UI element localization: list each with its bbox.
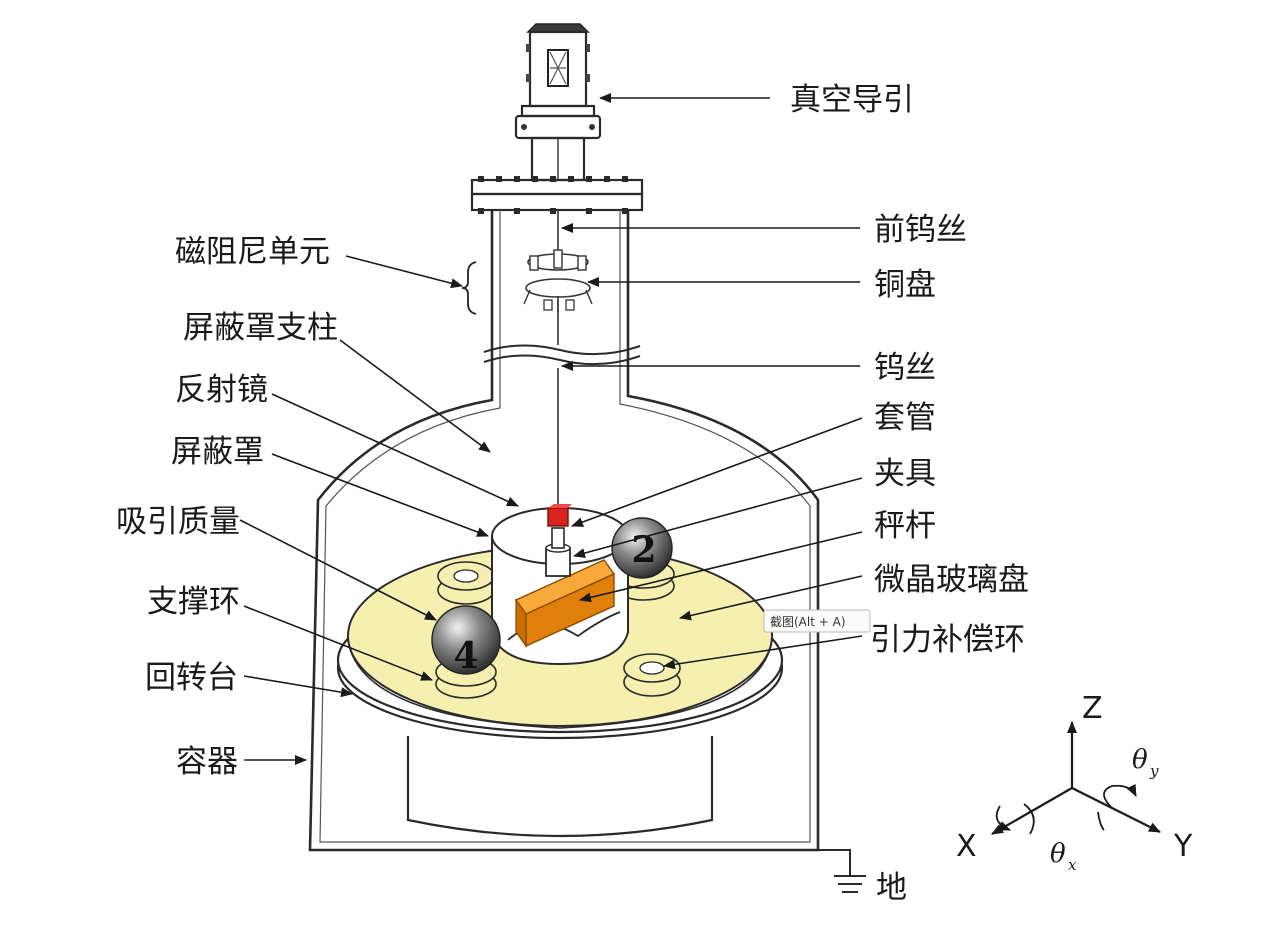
ground-symbol [818, 849, 866, 893]
magnetic-damping-unit [523, 249, 593, 312]
coordinate-axes [991, 721, 1161, 835]
axis-x-label: X [956, 829, 977, 864]
label-magnetic-damping-unit: 磁阻尼单元 [175, 234, 330, 270]
attracting-mass-4: 4 [431, 605, 501, 677]
left-leader-arrows [239, 255, 519, 765]
mass-4-label: 4 [453, 635, 478, 677]
tube-break-lower [483, 354, 641, 366]
label-shield: 屏蔽罩 [171, 434, 264, 470]
label-balance-beam: 秤杆 [874, 508, 936, 544]
label-sleeve: 套管 [874, 400, 936, 436]
theta-x-subscript: x [1068, 856, 1077, 874]
label-clamp: 夹具 [874, 456, 936, 492]
attracting-mass-2: 2 [611, 517, 673, 579]
label-turntable: 回转台 [145, 660, 238, 696]
label-crystal-glass-disc: 微晶玻璃盘 [874, 562, 1029, 598]
top-flange [470, 176, 644, 214]
screenshot-tooltip: 截图(Alt + A) [763, 609, 871, 633]
copper-disc [525, 278, 591, 298]
label-attracting-mass: 吸引质量 [116, 504, 240, 540]
damping-brace [461, 261, 477, 315]
tube-break-upper [483, 344, 641, 356]
label-mirror: 反射镜 [175, 372, 268, 408]
label-support-ring: 支撑环 [147, 584, 240, 620]
mirror [547, 504, 572, 527]
vacuum-feedthrough-assembly [514, 23, 602, 182]
label-copper-disc: 铜盘 [874, 267, 936, 303]
theta-x-label: θ [1050, 839, 1066, 869]
balance-beam [514, 559, 616, 648]
label-gravity-compensation-ring: 引力补偿环 [870, 622, 1025, 658]
label-tungsten-wire: 钨丝 [874, 350, 936, 386]
theta-y-subscript: y [1149, 762, 1159, 780]
right-leader-arrows [561, 93, 863, 670]
tooltip-text: 截图(Alt + A) [770, 615, 846, 629]
label-vacuum-feedthrough: 真空导引 [790, 82, 914, 118]
label-ground: 地 [876, 870, 907, 906]
label-container: 容器 [176, 744, 238, 780]
clamp [545, 527, 571, 577]
axis-y-label: Y [1173, 829, 1193, 864]
theta-y-label: θ [1132, 745, 1148, 775]
axis-z-label: Z [1082, 691, 1103, 726]
label-shield-support: 屏蔽罩支柱 [183, 310, 338, 346]
label-front-tungsten-wire: 前钨丝 [874, 212, 967, 248]
mass-2-label: 2 [631, 529, 656, 571]
